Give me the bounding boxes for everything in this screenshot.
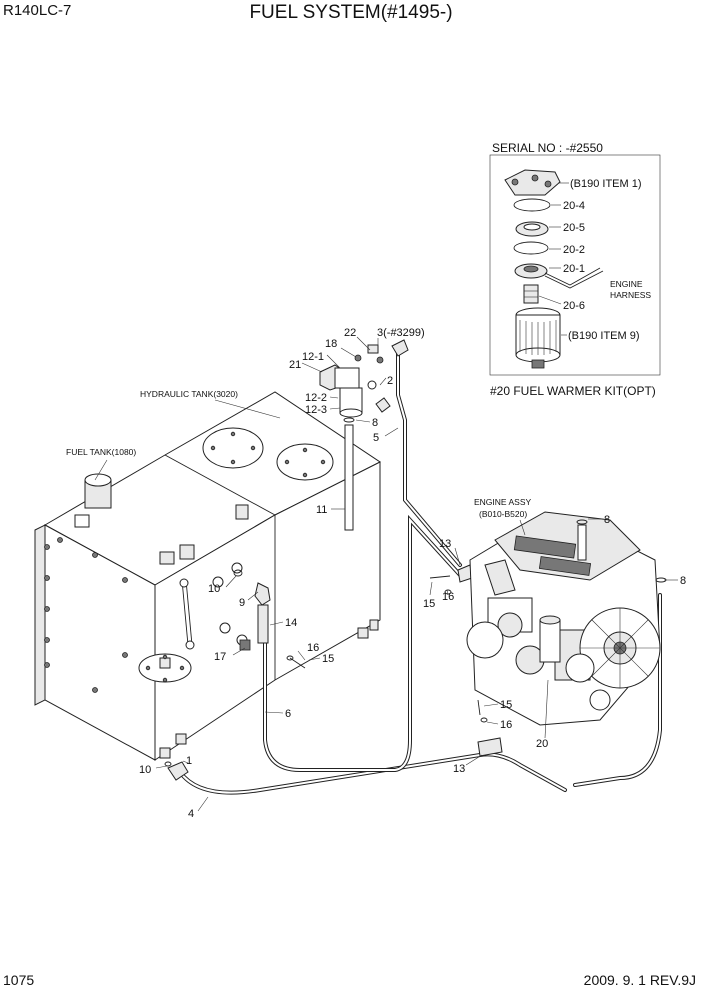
suction-pipe-11 — [344, 424, 354, 531]
filter-head — [504, 169, 561, 196]
tank-fittings — [164, 569, 488, 781]
callout-10-tank: 10 — [208, 583, 220, 595]
cooling-fan — [579, 607, 661, 689]
callout-13-lower: 13 — [453, 763, 465, 775]
callout-11: 11 — [316, 504, 327, 516]
callout-8-filter: 8 — [372, 417, 378, 429]
callout-14: 14 — [285, 617, 297, 629]
o-ring-20-2 — [513, 241, 549, 255]
callout-10-drain: 10 — [139, 764, 151, 776]
fitting-2-3 — [375, 339, 409, 413]
inset-frame — [489, 154, 661, 376]
clamps-13 — [457, 564, 503, 757]
callout-2: 2 — [387, 375, 393, 387]
callout-21: 21 — [289, 359, 301, 371]
harness-label-line1: ENGINE — [610, 279, 643, 289]
level-gauge — [179, 578, 195, 650]
callout-3: 3(-#3299) — [377, 327, 425, 339]
callout-16-lower: 16 — [500, 719, 512, 731]
filter-cartridge — [515, 307, 561, 369]
callout-9: 9 — [239, 597, 245, 609]
inset-label-item9: (B190 ITEM 9) — [568, 330, 640, 342]
callout-4: 4 — [188, 808, 194, 820]
inset-caption: #20 FUEL WARMER KIT(OPT) — [490, 384, 656, 398]
inset-label-20-5: 20-5 — [563, 222, 585, 234]
callout-8-engine: 8 — [604, 514, 610, 526]
inset-label-20-2: 20-2 — [563, 244, 585, 256]
callout-18: 18 — [325, 338, 337, 350]
label-engine-assy-line1: ENGINE ASSY — [474, 497, 531, 507]
callouts: 22 3(-#3299) 18 12-1 21 2 12-2 12-3 8 5 … — [139, 327, 686, 820]
page-title: FUEL SYSTEM(#1495-) — [249, 2, 453, 23]
callout-12-1: 12-1 — [302, 351, 324, 363]
hydraulic-tank-covers — [202, 427, 334, 481]
callout-15-lower: 15 — [500, 699, 512, 711]
o-ring-20-4 — [513, 198, 551, 212]
callout-15-upper: 15 — [423, 598, 435, 610]
callout-16-mid: 16 — [307, 642, 319, 654]
callout-20: 20 — [536, 738, 548, 750]
model-number: R140LC-7 — [3, 2, 72, 19]
inset-label-20-6: 20-6 — [563, 300, 585, 312]
callout-6: 6 — [285, 708, 291, 720]
fuel-cap — [74, 473, 112, 528]
callout-16-upper: 16 — [442, 591, 454, 603]
drain-flange — [138, 653, 192, 683]
page-number: 1075 — [3, 972, 35, 988]
hose-4 — [178, 752, 567, 795]
hose-5 — [396, 348, 462, 567]
callout-5: 5 — [373, 432, 379, 444]
label-hydraulic-tank: HYDRAULIC TANK(3020) — [140, 389, 238, 399]
inset-label-20-4: 20-4 — [563, 200, 585, 212]
callout-13-upper: 13 — [439, 538, 451, 550]
harness-label-line2: HARNESS — [610, 290, 651, 300]
callout-15-mid: 15 — [322, 653, 334, 665]
inset-label-item1: (B190 ITEM 1) — [570, 178, 642, 190]
tank-assembly — [34, 391, 381, 761]
inset-serial: SERIAL NO : -#2550 — [492, 141, 603, 155]
engine-fuel-filter-20 — [539, 615, 561, 663]
adapter-20-6 — [523, 284, 539, 304]
callout-12-3: 12-3 — [305, 404, 327, 416]
callout-12-2: 12-2 — [305, 392, 327, 404]
seal-20-5 — [515, 221, 549, 237]
revision-date: 2009. 9. 1 REV.9J — [583, 972, 696, 988]
callout-1: 1 — [186, 755, 192, 767]
callout-22: 22 — [344, 327, 356, 339]
engine-assembly — [466, 511, 667, 726]
leader-lines — [94, 336, 678, 812]
callout-8-return: 8 — [680, 575, 686, 587]
fuel-hoses — [178, 348, 662, 795]
label-engine-assy-line2: (B010-B520) — [479, 509, 527, 519]
callout-17: 17 — [214, 651, 226, 663]
inset-label-20-1: 20-1 — [563, 263, 585, 275]
heater-20-1 — [514, 263, 604, 289]
fuel-warmer-inset: SERIAL NO : -#2550 #20 FUEL WARMER KIT(O… — [489, 141, 661, 398]
fuel-filter-12 — [319, 344, 384, 423]
label-fuel-tank: FUEL TANK(1080) — [66, 447, 136, 457]
